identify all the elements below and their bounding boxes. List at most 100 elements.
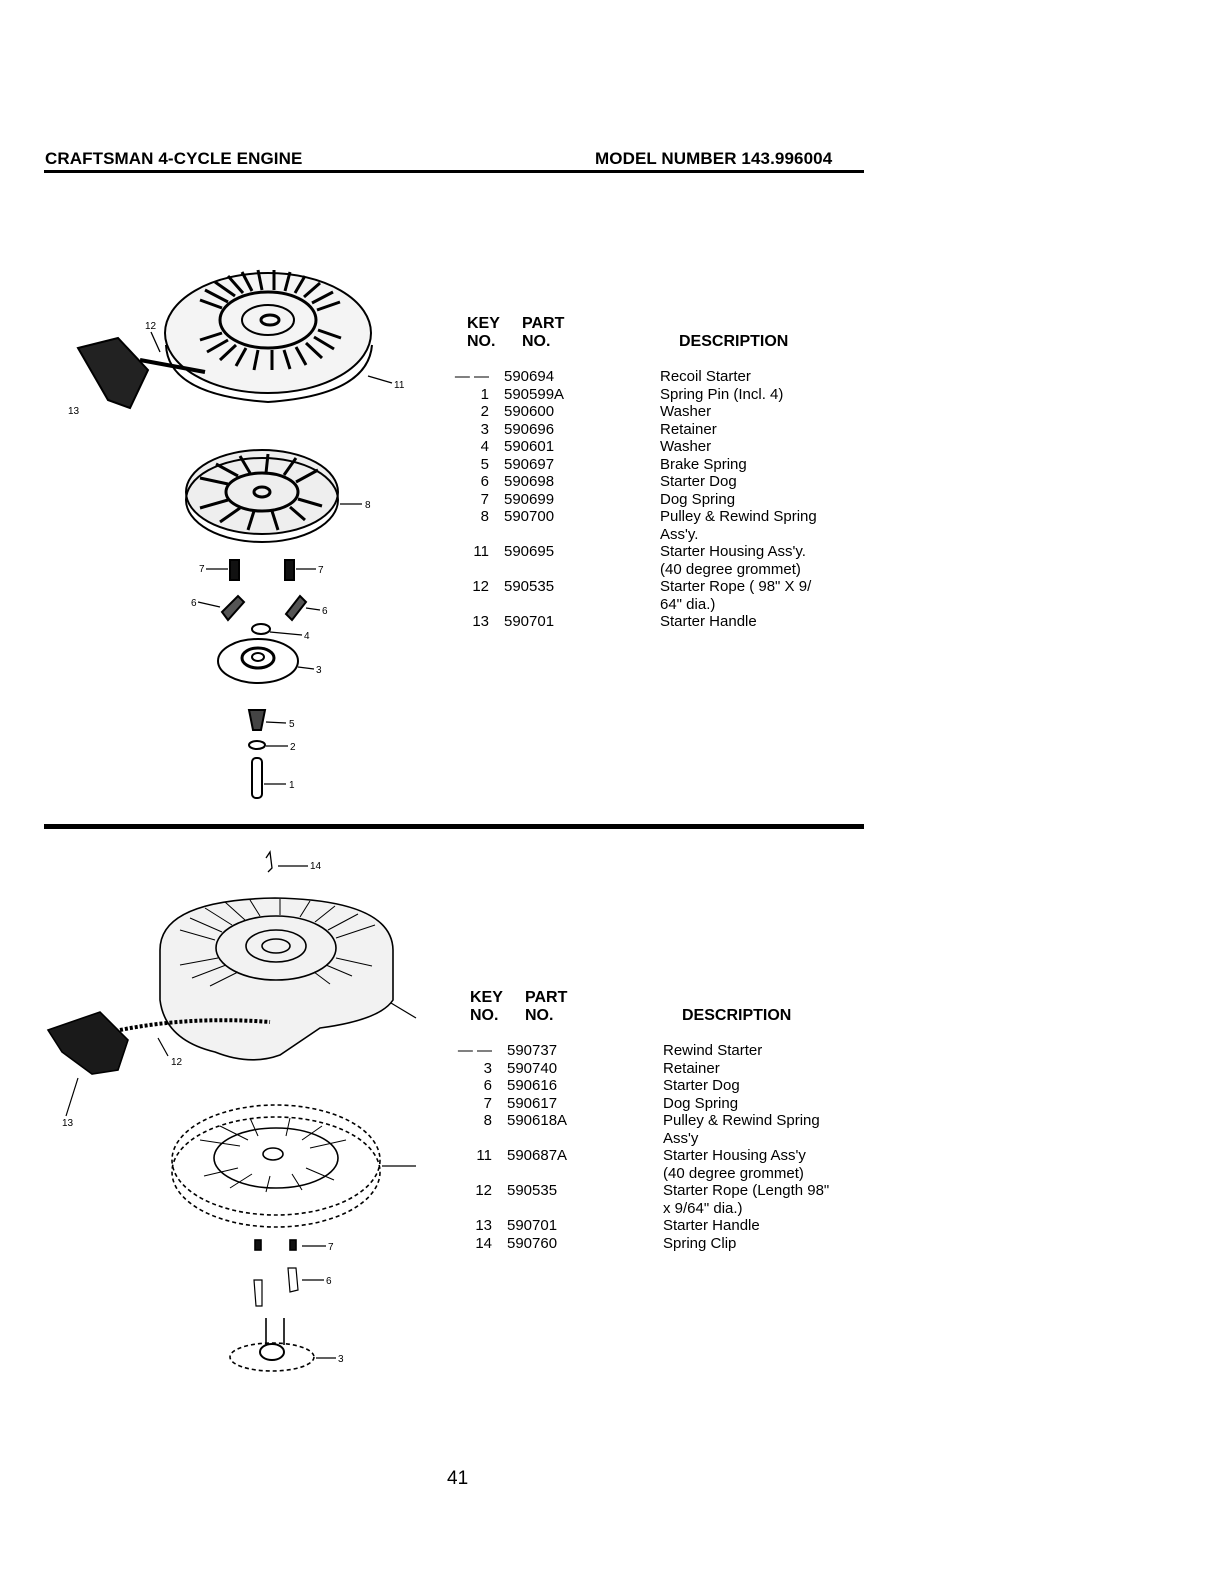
part-description: Retainer (663, 1060, 863, 1078)
part-number: 590694 (504, 368, 555, 385)
callout-label: 14 (310, 861, 322, 872)
description-line: Pulley & Rewind Spring (660, 508, 817, 525)
manual-title: CRAFTSMAN 4-CYCLE ENGINE (45, 149, 303, 168)
retainer (217, 638, 299, 684)
key-header-line2: NO. (470, 1007, 499, 1024)
part-number: 590699 (504, 490, 555, 508)
key-number: 12 (472, 578, 489, 595)
part-number: 590616 (507, 1077, 558, 1094)
part-description: Starter Rope ( 98" X 9/64" dia.) (660, 578, 860, 613)
callout-label: 13 (62, 1118, 74, 1129)
part-description: Brake Spring (660, 456, 860, 474)
part-number: 590701 (507, 1217, 558, 1234)
part-description: Spring Clip (663, 1235, 863, 1253)
description-line: Ass'y. (660, 525, 699, 543)
part-header: PART NO. (525, 989, 567, 1025)
description-header: DESCRIPTION (682, 1007, 792, 1024)
callout-label: 1 (289, 780, 295, 791)
key-number: 7 (480, 490, 489, 508)
part-number: 590601 (504, 438, 555, 455)
callout-label: 7 (328, 1242, 334, 1253)
part-description: Starter Dog (663, 1077, 863, 1095)
starter-handle (76, 336, 150, 410)
page-number: 41 (447, 1468, 469, 1489)
table-row: 1 590599A Spring Pin (Incl. 4) (447, 386, 867, 404)
description-line: (40 degree grommet) (660, 560, 801, 578)
header-rule (44, 170, 864, 173)
description-line: Washer (660, 403, 712, 420)
part-number: 590698 (504, 473, 555, 490)
callout-label: 4 (304, 631, 310, 642)
callout-label: 6 (326, 1276, 332, 1287)
description-header: DESCRIPTION (679, 333, 789, 350)
callout-label: 6 (191, 598, 197, 609)
part-header: PART NO. (522, 315, 564, 351)
key-number: 3 (480, 420, 489, 438)
key-number: 12 (475, 1182, 492, 1199)
callout-label: 2 (290, 742, 296, 753)
key-number: 3 (483, 1059, 492, 1077)
table-row: 6 590616 Starter Dog (450, 1077, 870, 1095)
retainer (229, 1342, 315, 1372)
rewind-starter-diagram: 14 12 13 7 6 3 (46, 850, 417, 1372)
dog-spring (229, 559, 240, 581)
part-number: 590535 (504, 578, 555, 595)
part-description: Starter Handle (660, 613, 860, 631)
part-number: 590687A (507, 1147, 568, 1164)
spring-clip (265, 850, 273, 873)
callout-label: 3 (338, 1354, 344, 1365)
part-description: Rewind Starter (663, 1042, 863, 1060)
description-line: Recoil Starter (660, 368, 751, 385)
description-line: Starter Dog (663, 1077, 740, 1094)
key-number: 6 (483, 1077, 492, 1094)
washer (251, 623, 271, 635)
description-line: x 9/64" dia.) (663, 1199, 743, 1217)
part-description: Starter Dog (660, 473, 860, 491)
callout-label: 11 (394, 380, 405, 391)
table-row: 11 590687A Starter Housing Ass'y(40 degree… (450, 1147, 870, 1182)
key-number: 7 (483, 1094, 492, 1112)
part-description: Dog Spring (663, 1095, 863, 1113)
brake-spring (247, 709, 267, 731)
description-line: Spring Clip (663, 1234, 737, 1252)
description-line: Retainer (660, 420, 717, 438)
part-number: 590700 (504, 508, 555, 525)
key-number: 13 (475, 1217, 492, 1234)
part-header-line1: PART (525, 989, 568, 1006)
description-line: Starter Rope (Length 98" (663, 1182, 830, 1199)
washer (248, 740, 266, 750)
key-header-line1: KEY (467, 315, 500, 332)
key-number: 4 (480, 438, 489, 455)
description-line: Starter Rope ( 98" X 9/ (660, 578, 812, 595)
spring-pin (251, 757, 263, 799)
description-line: Starter Handle (663, 1217, 760, 1234)
table-row: 4 590601 Washer (447, 438, 867, 456)
key-number: 5 (480, 455, 489, 473)
part-description: Spring Pin (Incl. 4) (660, 386, 860, 404)
callout-label: 6 (322, 606, 328, 617)
part-description: Starter Housing Ass'y(40 degree grommet) (663, 1147, 863, 1182)
key-number: 1 (480, 385, 489, 403)
part-number: 590701 (504, 613, 555, 630)
key-number: 6 (480, 473, 489, 490)
key-number: 2 (480, 403, 489, 420)
part-number: 590696 (504, 420, 555, 438)
recoil-starter-diagram: 12 13 11 8 7 7 6 6 4 3 5 2 1 (68, 269, 405, 799)
dog-spring (289, 1239, 297, 1251)
part-header-line2: NO. (522, 333, 551, 350)
key-header-line2: NO. (467, 333, 496, 350)
part-number: 590599A (504, 385, 565, 403)
part-description: Washer (660, 403, 860, 421)
key-header-line1: KEY (470, 989, 503, 1006)
pulley (171, 1104, 381, 1216)
part-description: Washer (660, 438, 860, 456)
key-number: 11 (476, 1147, 492, 1164)
description-line: Spring Pin (Incl. 4) (660, 385, 784, 403)
